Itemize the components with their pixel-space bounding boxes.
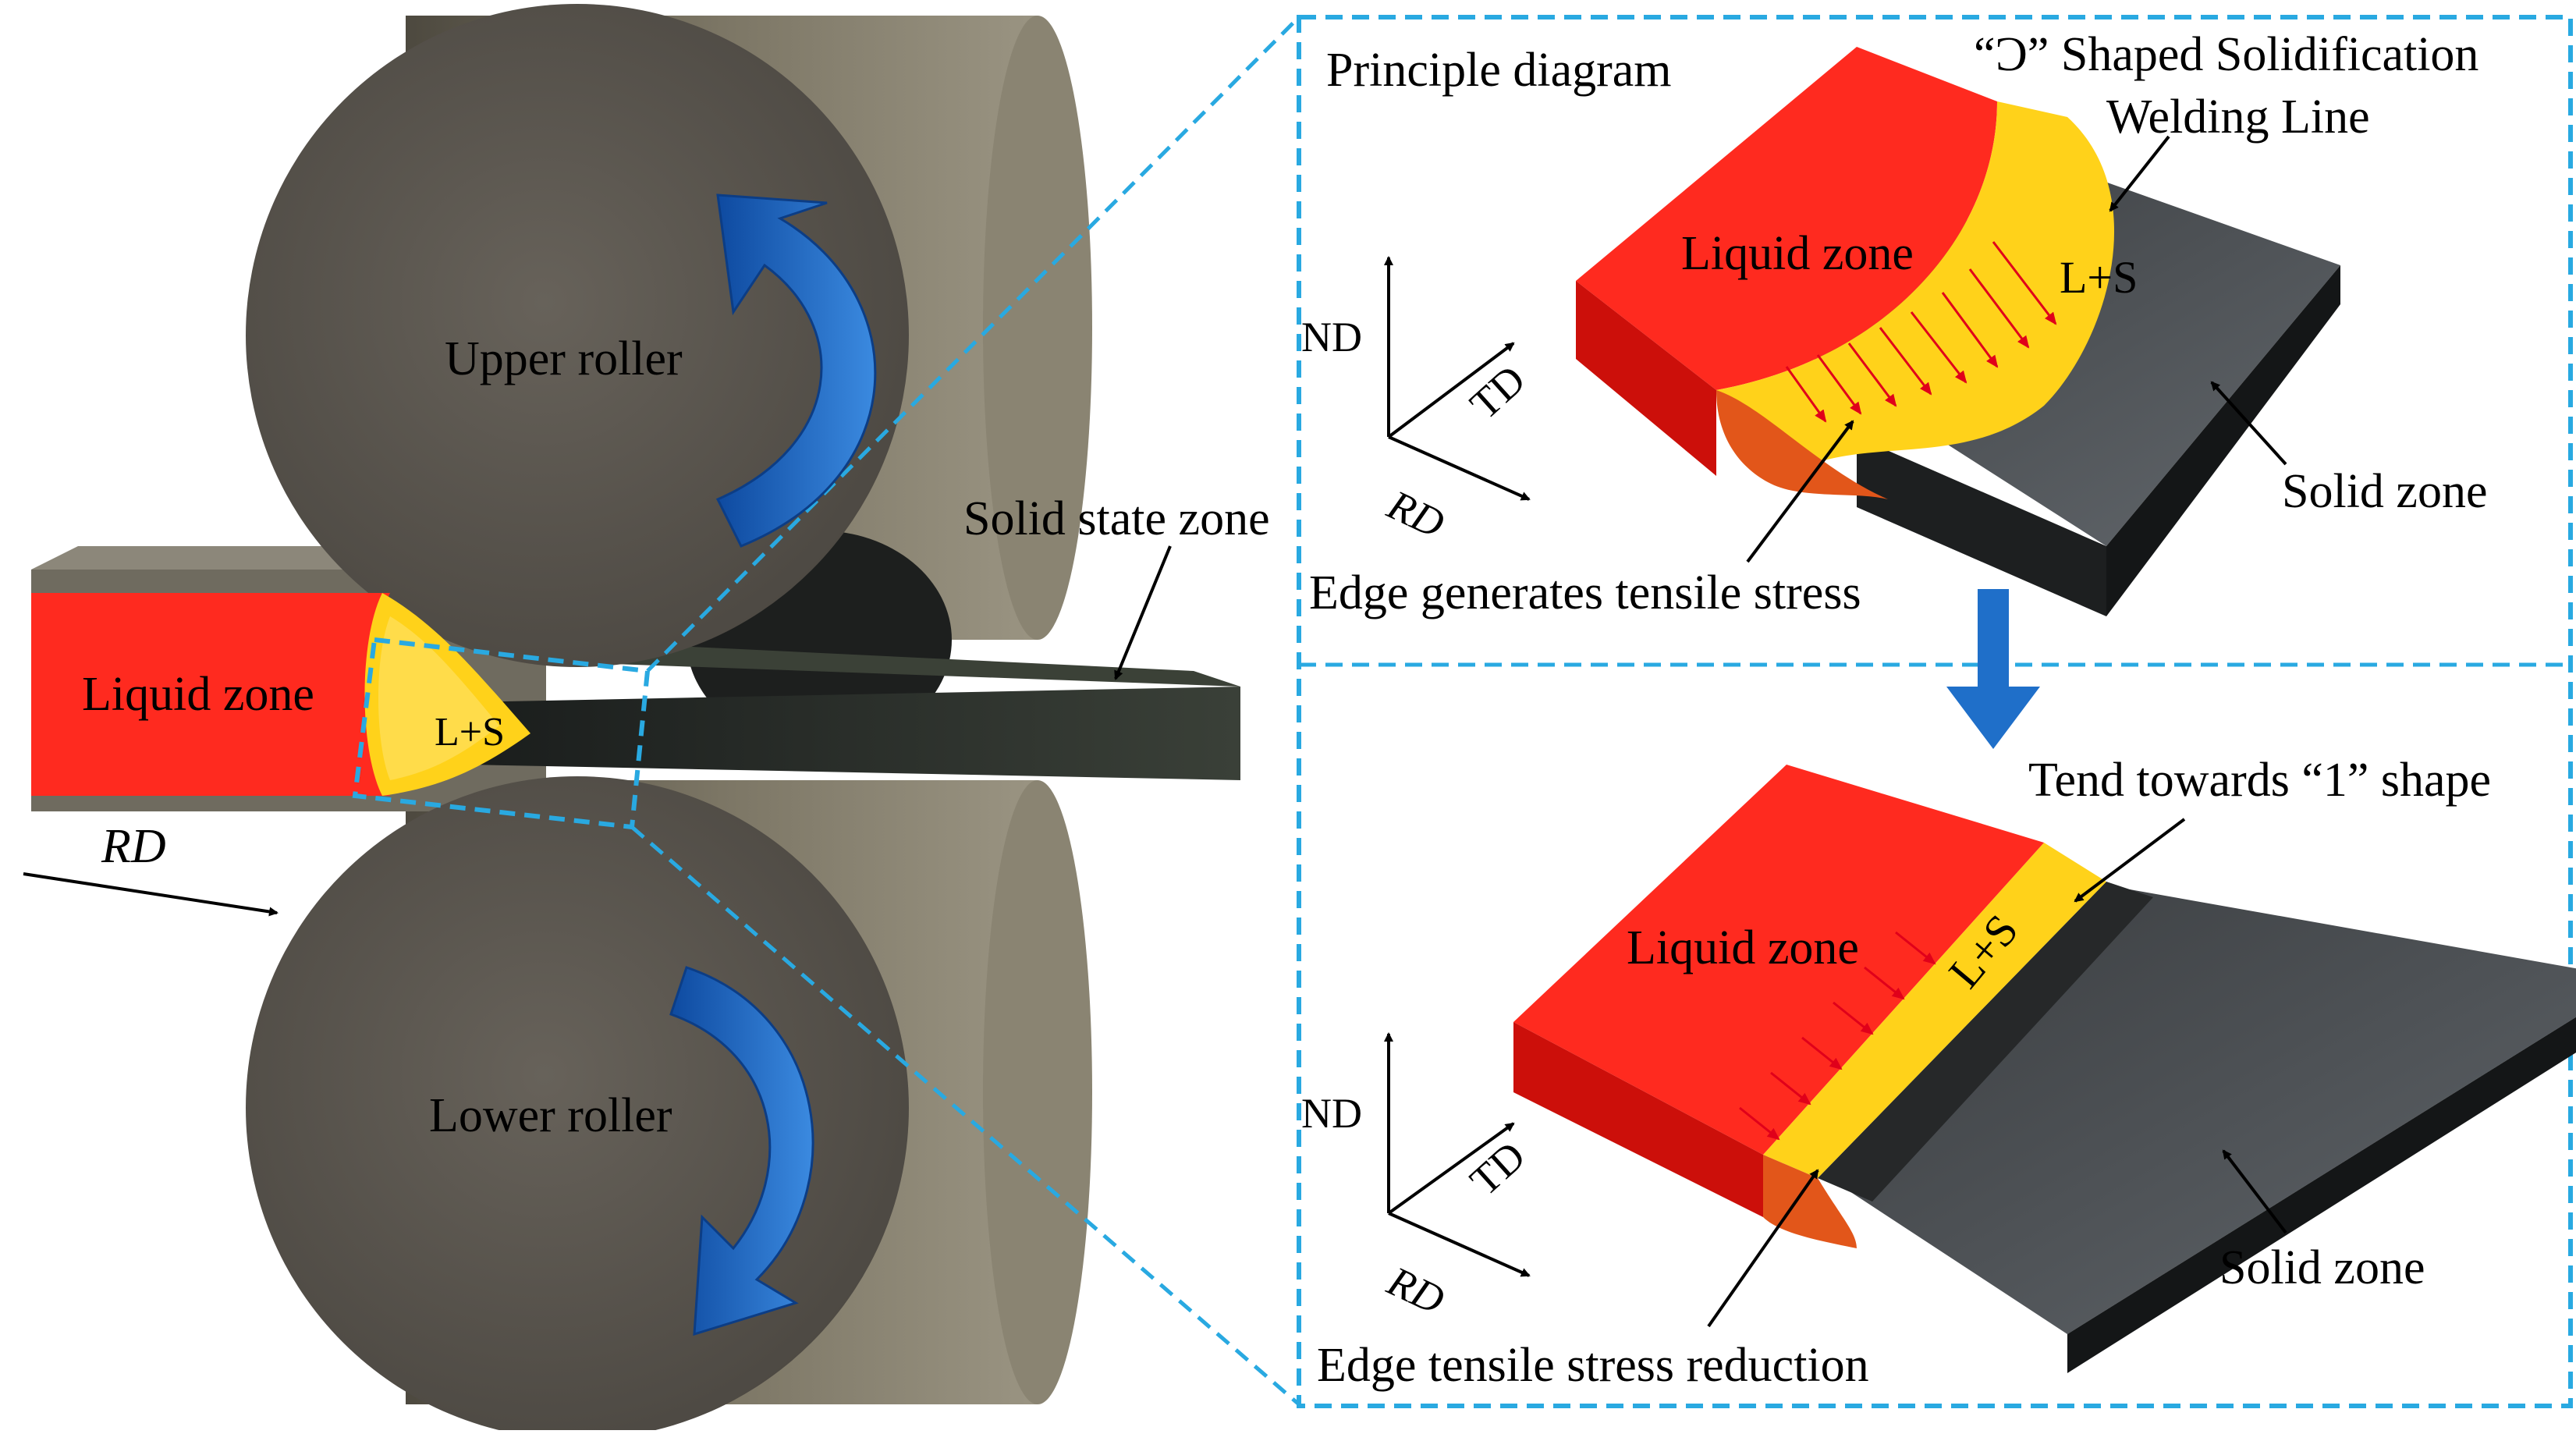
mushy-zone-label-top: L+S: [2060, 252, 2138, 303]
solid-side-2: [2067, 1017, 2576, 1373]
connector-line-bottom: [630, 825, 1300, 1406]
axes-bottom: [1384, 1032, 1531, 1277]
edge-stress-lobe-2: [1763, 1155, 1857, 1248]
liquid-block-front: [1576, 281, 1716, 476]
rd-arrow: [23, 872, 279, 917]
lower-roller-label: Lower roller: [429, 1089, 672, 1142]
edge-label-bottom: Edge tensile stress reduction: [1317, 1339, 1869, 1392]
edge-stress-lobe: [1716, 390, 1888, 499]
solid-block-side: [2106, 265, 2340, 616]
rd-label: RD: [101, 820, 166, 873]
dark-strip: [1818, 882, 2153, 1202]
lower-rotation-arrow: [669, 966, 814, 1336]
upper-roller-back: [983, 16, 1092, 640]
liquid-block-top: [1576, 47, 1997, 390]
principle-diagram-title: Principle diagram: [1326, 44, 1671, 97]
bottom-right-panel: ND TD RD Tend towards “1” shape Liquid z…: [1301, 754, 2576, 1392]
mushy-zone-label: L+S: [435, 710, 505, 754]
transition-arrow: [1946, 589, 2040, 749]
one-shape-label: Tend towards “1” shape: [2028, 754, 2491, 807]
mushy-band: [1763, 843, 2106, 1178]
axis-td-bottom: TD: [1461, 1132, 1535, 1205]
edge-pointer-top: [1746, 420, 1854, 563]
axis-rd-top: RD: [1380, 481, 1452, 547]
stress-arrows-bottom: [1739, 931, 1936, 1141]
solid-block-front: [1857, 437, 2106, 616]
welding-line-label: Welding Line: [2106, 91, 2370, 144]
liquid-block-front-2: [1513, 1022, 1763, 1217]
stress-arrows-top: [1785, 241, 2057, 423]
solid-zone-pointer-top: [2210, 381, 2287, 466]
axis-td-top: TD: [1461, 356, 1535, 428]
top-right-panel: ND TD RD Principle diagram “Ɔ” Shaped So…: [1301, 28, 2487, 619]
solid-zone-pointer-bottom: [2222, 1149, 2287, 1234]
liquid-block-top-2: [1513, 765, 2044, 1155]
axis-rd-bottom: RD: [1380, 1257, 1452, 1323]
liquid-zone-label-bottom: Liquid zone: [1627, 921, 1859, 974]
solid-state-zone-label: Solid state zone: [963, 492, 1270, 545]
solid-zone-label-bottom: Solid zone: [2219, 1241, 2425, 1294]
left-panel: Upper roller Lower roller Liquid zone L+…: [23, 4, 1300, 1434]
liquid-zone-region: [31, 593, 390, 796]
axis-nd-bottom: ND: [1301, 1090, 1362, 1137]
axis-nd-top: ND: [1301, 314, 1362, 360]
right-frame: [1297, 15, 2573, 1408]
solid-strip-top: [546, 640, 1240, 687]
connector-line-top: [646, 16, 1300, 673]
edge-label-top: Edge generates tensile stress: [1309, 566, 1861, 619]
solid-strip: [468, 687, 1240, 780]
one-shape-pointer: [2074, 818, 2186, 903]
axes-top: [1384, 256, 1531, 501]
upper-roller-label: Upper roller: [445, 332, 683, 385]
c-shape-label: “Ɔ” Shaped Solidification: [1974, 28, 2478, 81]
solid-state-pointer: [1114, 545, 1172, 680]
liquid-zone-label: Liquid zone: [82, 668, 314, 721]
lower-roller-back: [983, 780, 1092, 1404]
welding-line-pointer: [2109, 135, 2170, 212]
edge-pointer-bottom: [1707, 1169, 1819, 1328]
mushy-zone-core: [378, 616, 499, 780]
solid-zone-label-top: Solid zone: [2282, 465, 2487, 518]
mushy-zone-shape: [1716, 101, 2115, 468]
liquid-zone-label-top: Liquid zone: [1681, 227, 1914, 280]
upper-rotation-arrow: [715, 193, 877, 548]
